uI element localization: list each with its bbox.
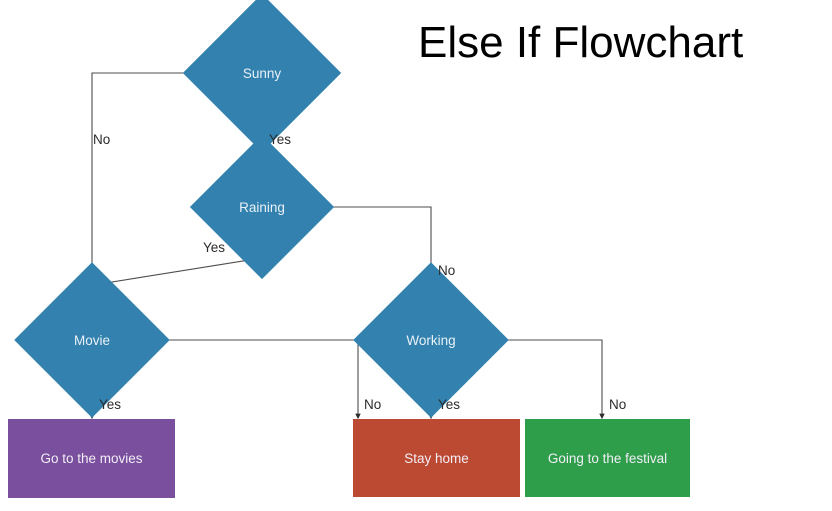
edge-label-working-no: No bbox=[609, 397, 627, 412]
edge-working-no bbox=[487, 339, 605, 420]
edge-label-movie-yes: Yes bbox=[99, 397, 122, 412]
node-working[interactable]: Working bbox=[353, 262, 509, 418]
node-raining[interactable]: Raining bbox=[189, 134, 335, 280]
node-sunny[interactable]: Sunny bbox=[182, 0, 342, 153]
edge-label-raining-yes: Yes bbox=[203, 240, 226, 255]
edge-label-working-yes: Yes bbox=[438, 397, 461, 412]
edge-label-sunny-yes: Yes bbox=[269, 132, 292, 147]
edge-label-sunny-no: No bbox=[93, 132, 111, 147]
node-label: Go to the movies bbox=[40, 451, 143, 466]
node-label: Movie bbox=[73, 332, 110, 348]
node-stay-home[interactable]: Stay home bbox=[353, 419, 520, 497]
node-movie[interactable]: Movie bbox=[14, 262, 170, 418]
edge-label-raining-no: No bbox=[438, 263, 456, 278]
node-label: Sunny bbox=[242, 65, 282, 81]
node-label: Raining bbox=[239, 199, 285, 215]
node-going-to-the-festival[interactable]: Going to the festival bbox=[525, 419, 690, 497]
page-title: Else If Flowchart bbox=[418, 18, 744, 67]
edge-raining-no bbox=[313, 206, 434, 287]
edge-raining-yes bbox=[91, 257, 263, 288]
edge-sunny-no bbox=[89, 72, 206, 287]
node-label: Working bbox=[406, 332, 456, 348]
node-label: Stay home bbox=[404, 450, 469, 466]
edge-label-movie-no: No bbox=[364, 397, 382, 412]
edge-movie-no bbox=[147, 339, 361, 420]
node-label: Going to the festival bbox=[547, 450, 668, 466]
node-go-to-the-movies[interactable]: Go to the movies bbox=[8, 419, 175, 498]
